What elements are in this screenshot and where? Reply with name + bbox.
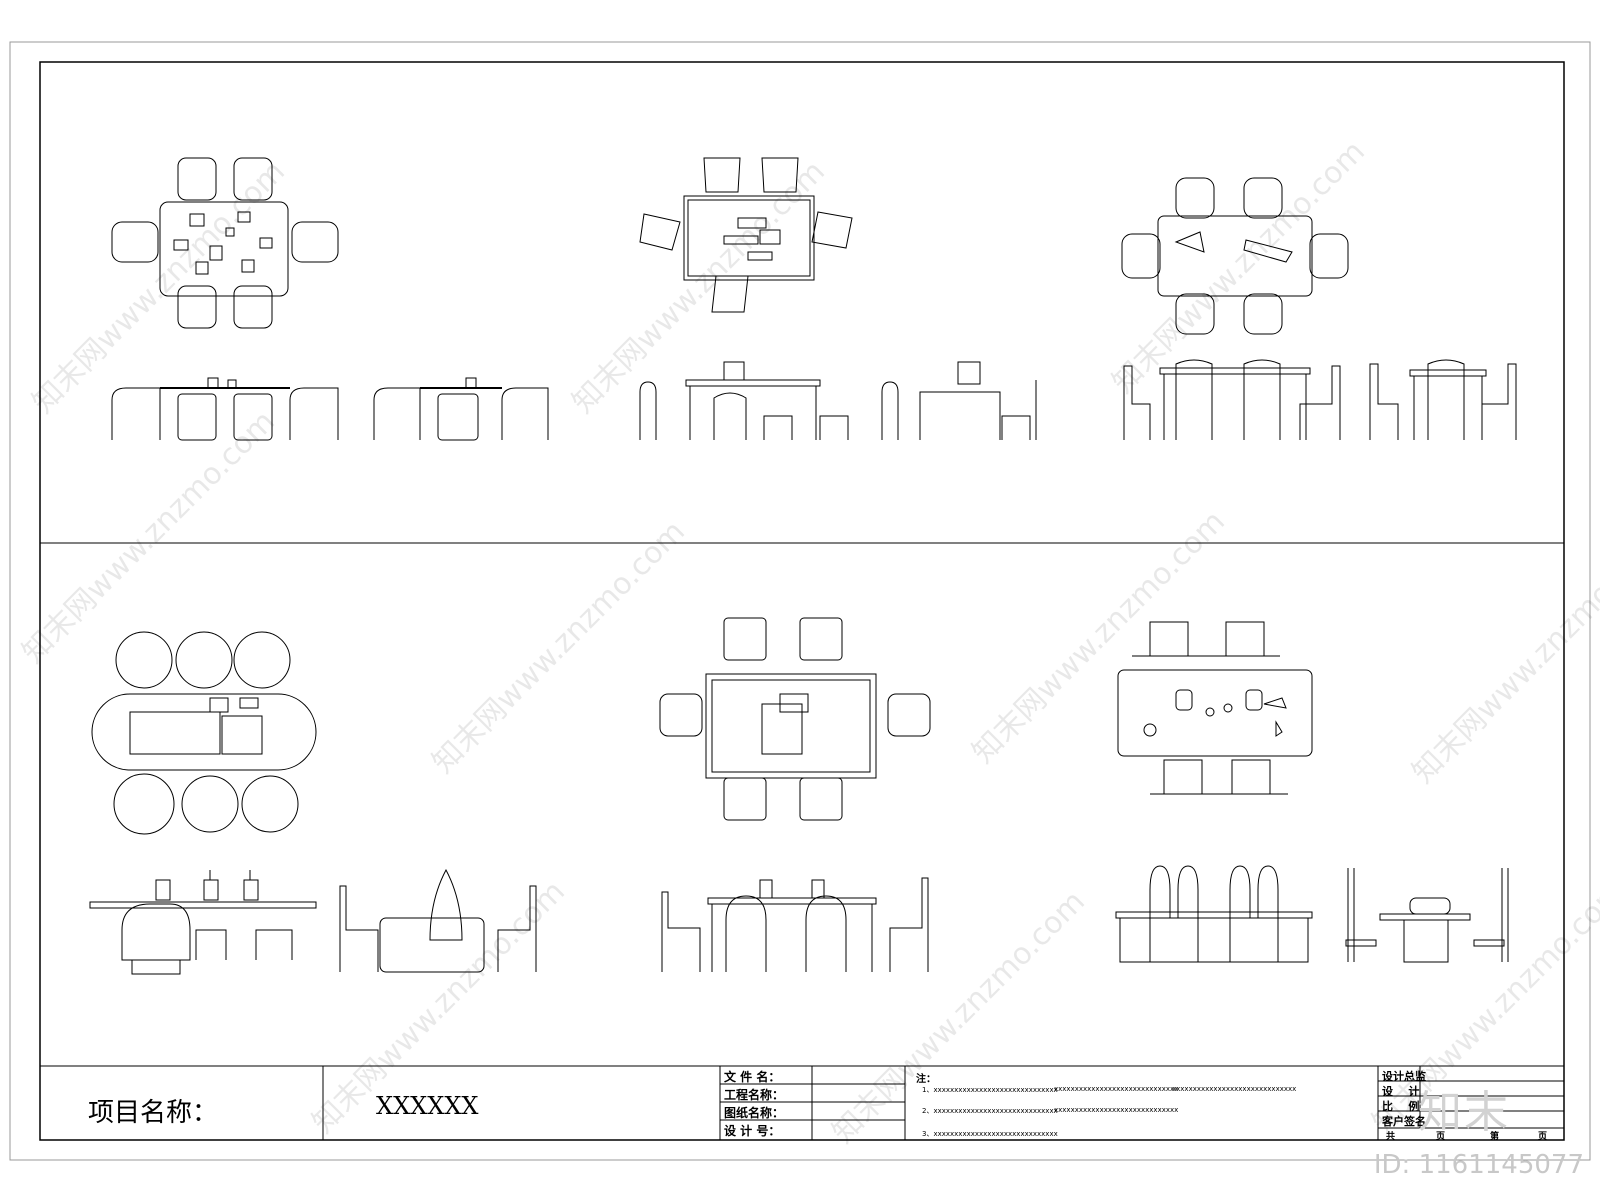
page-no-label: 第 <box>1490 1132 1500 1142</box>
furniture-plan-5 <box>659 617 931 821</box>
note-line: xxxxxxxxxxxxxxxxxxxxxxxxxxxxxx <box>1054 1085 1179 1093</box>
furniture-elevation-4b <box>339 868 537 973</box>
note-line: xxxxxxxxxxxxxxxxxxxxxxxxxxxxxx <box>1054 1106 1179 1114</box>
file-name-label: 文 件 名： <box>724 1070 781 1084</box>
scale-label: 比 例 <box>1382 1100 1420 1113</box>
project-name-label: 项目名称： <box>88 1098 219 1128</box>
notes-label: 注： <box>916 1074 936 1085</box>
furniture-elevation-1a <box>111 377 339 441</box>
project-name-value: XXXXXX <box>376 1092 479 1120</box>
watermark-id: ID: 1161145077 <box>1373 1150 1584 1180</box>
note-line: 2、xxxxxxxxxxxxxxxxxxxxxxxxxxxxxx <box>922 1107 1058 1115</box>
furniture-elevation-3a <box>1123 359 1341 440</box>
director-label: 设计总监 <box>1382 1070 1426 1083</box>
furniture-elevation-3b <box>1369 359 1517 440</box>
furniture-plan-4 <box>91 631 317 835</box>
total-label: 共 <box>1386 1132 1396 1142</box>
inner-frame <box>39 61 1565 1141</box>
drawing-name-label: 图纸名称： <box>724 1106 785 1120</box>
watermark-logo: 知末 <box>1418 1087 1510 1138</box>
furniture-plan-6 <box>1117 621 1313 795</box>
furniture-elevation-5 <box>661 877 929 972</box>
design-no-label: 设 计 号： <box>724 1124 781 1138</box>
page2-label: 页 <box>1538 1132 1548 1142</box>
furniture-elevation-6b <box>1345 868 1509 963</box>
project-label: 工程名称： <box>724 1088 785 1102</box>
furniture-elevation-2b <box>881 361 1037 440</box>
designer-label: 设 计 <box>1382 1085 1420 1098</box>
furniture-plan-3 <box>1121 177 1349 335</box>
note-line: 3、xxxxxxxxxxxxxxxxxxxxxxxxxxxxxx <box>922 1130 1058 1138</box>
title-block-grid <box>322 1066 1564 1140</box>
note-line: 1、xxxxxxxxxxxxxxxxxxxxxxxxxxxxxx <box>922 1086 1058 1094</box>
outer-frame <box>9 41 1591 1161</box>
furniture-elevation-4a <box>89 870 317 975</box>
furniture-elevation-1b <box>373 377 549 441</box>
furniture-elevation-2a <box>639 361 849 440</box>
furniture-plan-1 <box>111 157 339 329</box>
note-line: xxxxxxxxxxxxxxxxxxxxxxxxxxxxxx <box>1172 1085 1297 1093</box>
furniture-elevation-6a <box>1115 865 1313 963</box>
page-label: 页 <box>1436 1132 1446 1142</box>
furniture-plan-2 <box>639 157 853 313</box>
client-sign-label: 客户签名 <box>1382 1115 1426 1128</box>
